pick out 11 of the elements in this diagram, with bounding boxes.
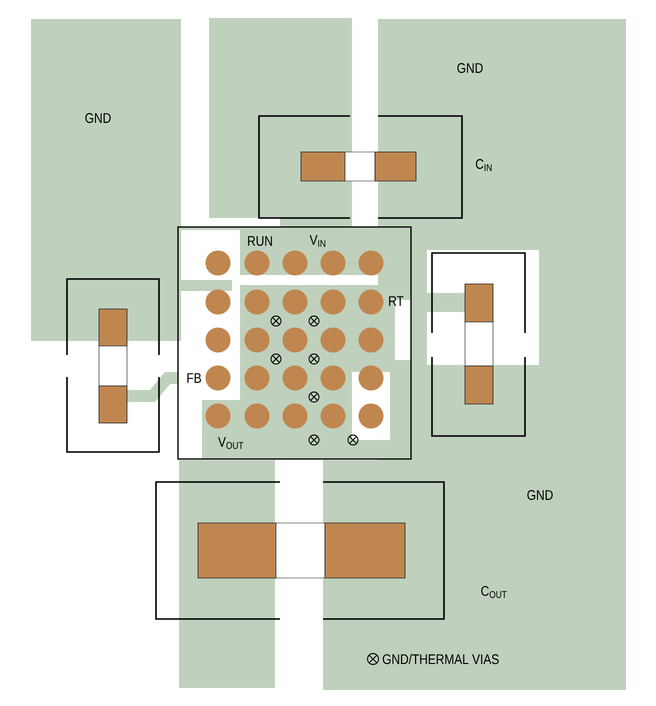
pin-label: C$_{IN}$ bbox=[476, 159, 492, 171]
pin-label: GND bbox=[527, 490, 553, 500]
pin-label: RUN bbox=[248, 236, 272, 246]
pin-label: C$_{OUT}$ bbox=[481, 586, 507, 598]
pin-label: GND bbox=[85, 113, 111, 123]
pin-label: V$_{OUT}$ bbox=[218, 437, 244, 449]
pin-label: GND bbox=[457, 63, 483, 73]
pin-label: V$_{IN}$ bbox=[310, 235, 326, 247]
pin-label: FB bbox=[187, 373, 201, 383]
legend-label: GND/THERMAL VIAS bbox=[382, 654, 499, 664]
pin-label: RT bbox=[389, 296, 404, 306]
